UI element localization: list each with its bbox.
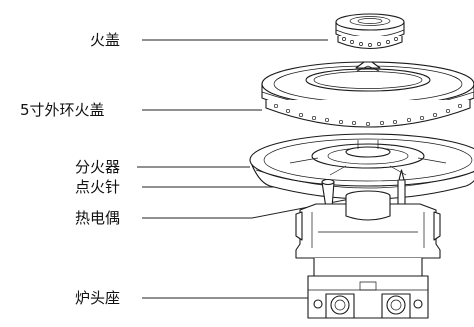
label-burner-base: 炉头座 (75, 289, 121, 307)
ring-port-holes (273, 103, 463, 127)
burner-base-part (295, 190, 441, 319)
label-distributor: 分火器 (75, 158, 121, 176)
label-igniter: 点火针 (75, 178, 121, 196)
label-thermocouple: 热电偶 (75, 209, 121, 227)
cap-port-holes (342, 37, 398, 47)
label-outer-ring-cap: 5寸外环火盖 (20, 101, 105, 119)
burner-cap-part (335, 13, 405, 49)
label-burner-cap: 火盖 (90, 31, 121, 49)
distributor-part (249, 133, 474, 200)
outer-ring-cap-part (261, 61, 474, 128)
